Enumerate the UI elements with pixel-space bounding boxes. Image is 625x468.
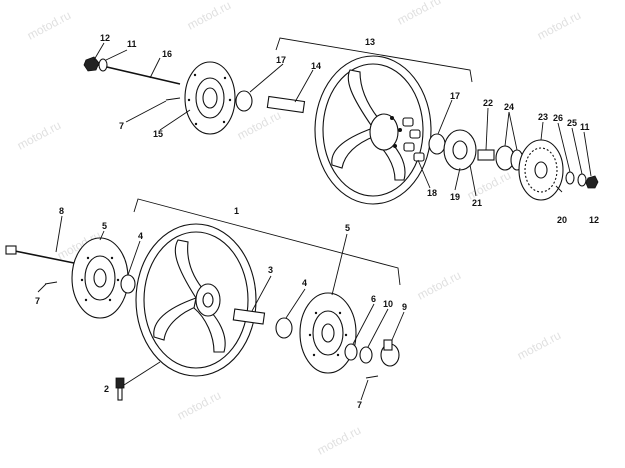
rear-axle <box>93 63 181 85</box>
label-20: 20 <box>557 215 567 225</box>
label-18: 18 <box>427 188 437 198</box>
callout-labels: 12 11 16 7 15 17 14 13 17 18 19 21 22 24… <box>35 33 599 410</box>
watermark-text: motod.ru <box>235 108 283 143</box>
front-hub-spacer <box>232 308 266 325</box>
label-6: 6 <box>371 294 376 304</box>
front-axle-head <box>5 245 17 255</box>
rear-brake-disc <box>184 61 236 135</box>
tire-valve <box>115 377 125 401</box>
label-23: 23 <box>538 112 548 122</box>
rear-axle-washer <box>98 58 108 72</box>
sprocket-washer <box>565 171 575 185</box>
label-12-top: 12 <box>100 33 110 43</box>
label-7-front-right: 7 <box>357 400 362 410</box>
rear-axle-sleeve <box>266 95 306 114</box>
rear-sprocket <box>518 139 564 201</box>
carrier-bearing-sleeve <box>477 149 495 161</box>
front-brake-disc-left <box>71 237 129 319</box>
label-22: 22 <box>483 98 493 108</box>
watermark-text: motod.ru <box>415 268 463 303</box>
bracket-1 <box>133 198 401 286</box>
label-7-rear: 7 <box>119 121 124 131</box>
sprocket-nut <box>585 175 599 189</box>
rear-spacer <box>235 90 253 112</box>
front-spacer-10 <box>359 346 373 364</box>
label-4-left: 4 <box>138 231 143 241</box>
rear-disc-bolt-7 <box>165 97 181 101</box>
sprocket-stud <box>555 185 563 193</box>
label-14: 14 <box>311 61 321 71</box>
sprocket-lock-washer <box>577 173 587 187</box>
leader-lines <box>37 42 592 401</box>
watermark-text: motod.ru <box>395 0 443 28</box>
label-17-left: 17 <box>276 55 286 65</box>
label-24: 24 <box>504 102 514 112</box>
watermark-text: motod.ru <box>515 328 563 363</box>
watermark-text: motod.ru <box>25 8 73 43</box>
speedo-drive <box>380 339 400 367</box>
front-wheel <box>135 223 257 377</box>
label-25: 25 <box>567 118 577 128</box>
label-15: 15 <box>153 129 163 139</box>
watermark-text: motod.ru <box>15 118 63 153</box>
left-disc-bolt-7 <box>44 281 58 285</box>
cush-drive-rubbers <box>402 117 425 162</box>
rear-wheel-assembly <box>83 37 599 205</box>
label-19: 19 <box>450 192 460 202</box>
speedo-bolt-7 <box>365 375 379 379</box>
front-seal <box>344 343 358 361</box>
front-left-spacer <box>120 274 136 294</box>
label-17-right: 17 <box>450 91 460 101</box>
label-12-right: 12 <box>589 215 599 225</box>
valve-leader <box>123 361 161 386</box>
label-1: 1 <box>234 206 239 216</box>
label-3: 3 <box>268 265 273 275</box>
label-4-right: 4 <box>302 278 307 288</box>
front-brake-disc-right <box>299 292 357 374</box>
watermark-text: motod.ru <box>175 388 223 423</box>
label-13: 13 <box>365 37 375 47</box>
rear-wheel <box>314 55 432 205</box>
label-9: 9 <box>402 302 407 312</box>
label-26: 26 <box>553 113 563 123</box>
watermark-text: motod.ru <box>535 8 583 43</box>
label-11-top: 11 <box>127 39 137 49</box>
label-7-front-left: 7 <box>35 296 40 306</box>
front-axle <box>9 249 75 264</box>
rear-axle-nut <box>83 56 100 72</box>
label-5-right: 5 <box>345 223 350 233</box>
front-wheel-assembly <box>5 198 401 401</box>
watermark-text: motod.ru <box>185 0 233 33</box>
label-16: 16 <box>162 49 172 59</box>
label-21: 21 <box>472 198 482 208</box>
sprocket-carrier <box>443 129 477 171</box>
sprocket-carrier-spacer <box>428 133 446 155</box>
label-10: 10 <box>383 299 393 309</box>
label-11-right: 11 <box>580 122 590 132</box>
label-8: 8 <box>59 206 64 216</box>
front-right-spacer <box>275 317 293 339</box>
watermark-text: motod.ru <box>315 423 363 458</box>
bracket-13 <box>275 37 473 83</box>
label-2: 2 <box>104 384 109 394</box>
label-5-left: 5 <box>102 221 107 231</box>
